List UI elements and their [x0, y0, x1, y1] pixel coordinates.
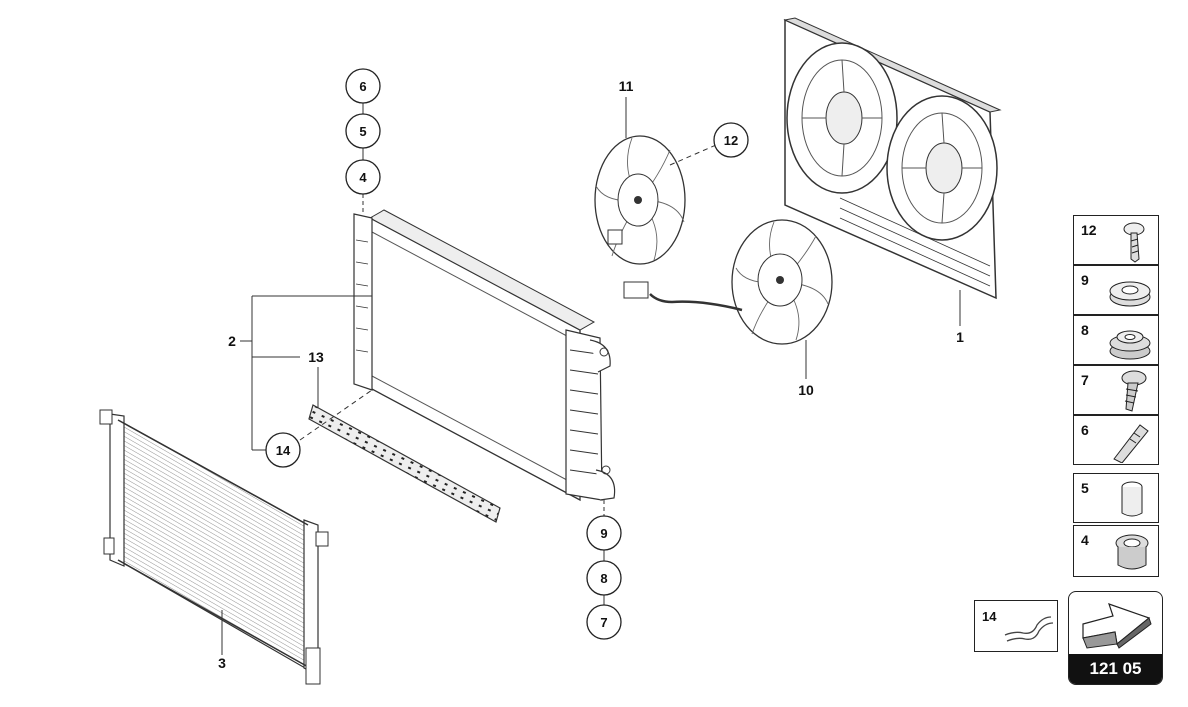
- callout-14: 14: [265, 432, 301, 468]
- svg-text:12: 12: [724, 133, 738, 148]
- legend-number: 4: [1081, 532, 1089, 548]
- callout-6: 6: [345, 68, 381, 104]
- svg-text:6: 6: [359, 79, 366, 94]
- grommet-icon: [1109, 281, 1151, 307]
- label-13: 13: [308, 349, 324, 365]
- label-3: 3: [218, 655, 226, 671]
- radiator: [353, 209, 616, 502]
- legend-number: 8: [1081, 322, 1089, 338]
- legend-number: 9: [1081, 272, 1089, 288]
- fan-11: [594, 135, 686, 265]
- label-2: 2: [228, 333, 236, 349]
- rubber-mount-icon: [1115, 534, 1149, 570]
- svg-text:9: 9: [600, 526, 607, 541]
- sleeve-icon: [1121, 481, 1143, 517]
- torx-screw-icon: [1123, 222, 1145, 263]
- direction-arrow-icon: [1082, 603, 1152, 649]
- legend-number: 5: [1081, 480, 1089, 496]
- svg-text:8: 8: [600, 571, 607, 586]
- legend-item-6: 6: [1073, 415, 1159, 465]
- ref-number: 14: [982, 609, 997, 624]
- seal-strip-icon: [1004, 616, 1054, 642]
- callout-7: 7: [586, 604, 622, 640]
- legend-number: 6: [1081, 422, 1089, 438]
- page-number: 121 05: [1069, 654, 1162, 684]
- callout-8: 8: [586, 560, 622, 596]
- svg-text:7: 7: [600, 615, 607, 630]
- svg-text:4: 4: [359, 170, 367, 185]
- callout-5: 5: [345, 113, 381, 149]
- fan-shroud: [783, 17, 1002, 300]
- svg-text:5: 5: [359, 124, 366, 139]
- legend-item-8: 8: [1073, 315, 1159, 365]
- legend-item-7: 7: [1073, 365, 1159, 415]
- callout-9: 9: [586, 515, 622, 551]
- callout-12: 12: [713, 122, 749, 158]
- seal-strip: [308, 404, 501, 523]
- legend-item-5: 5: [1073, 473, 1159, 523]
- legend-item-4: 4: [1073, 525, 1159, 577]
- legend-item-9: 9: [1073, 265, 1159, 315]
- legend-number: 12: [1081, 222, 1097, 238]
- pin-icon: [1113, 424, 1149, 463]
- callout-4: 4: [345, 159, 381, 195]
- fan-10: [623, 219, 833, 345]
- legend-item-12: 12: [1073, 215, 1159, 265]
- leader-lines: [221, 97, 961, 655]
- seal-reference-box: 14: [974, 600, 1058, 652]
- page-reference: 121 05: [1068, 591, 1163, 685]
- label-11: 11: [619, 78, 634, 94]
- flange-screw-icon: [1121, 370, 1147, 412]
- label-1: 1: [956, 329, 964, 345]
- svg-text:14: 14: [276, 443, 291, 458]
- condenser: [99, 409, 329, 685]
- label-10: 10: [798, 382, 814, 398]
- clip-nut-icon: [1109, 330, 1151, 360]
- legend-number: 7: [1081, 372, 1089, 388]
